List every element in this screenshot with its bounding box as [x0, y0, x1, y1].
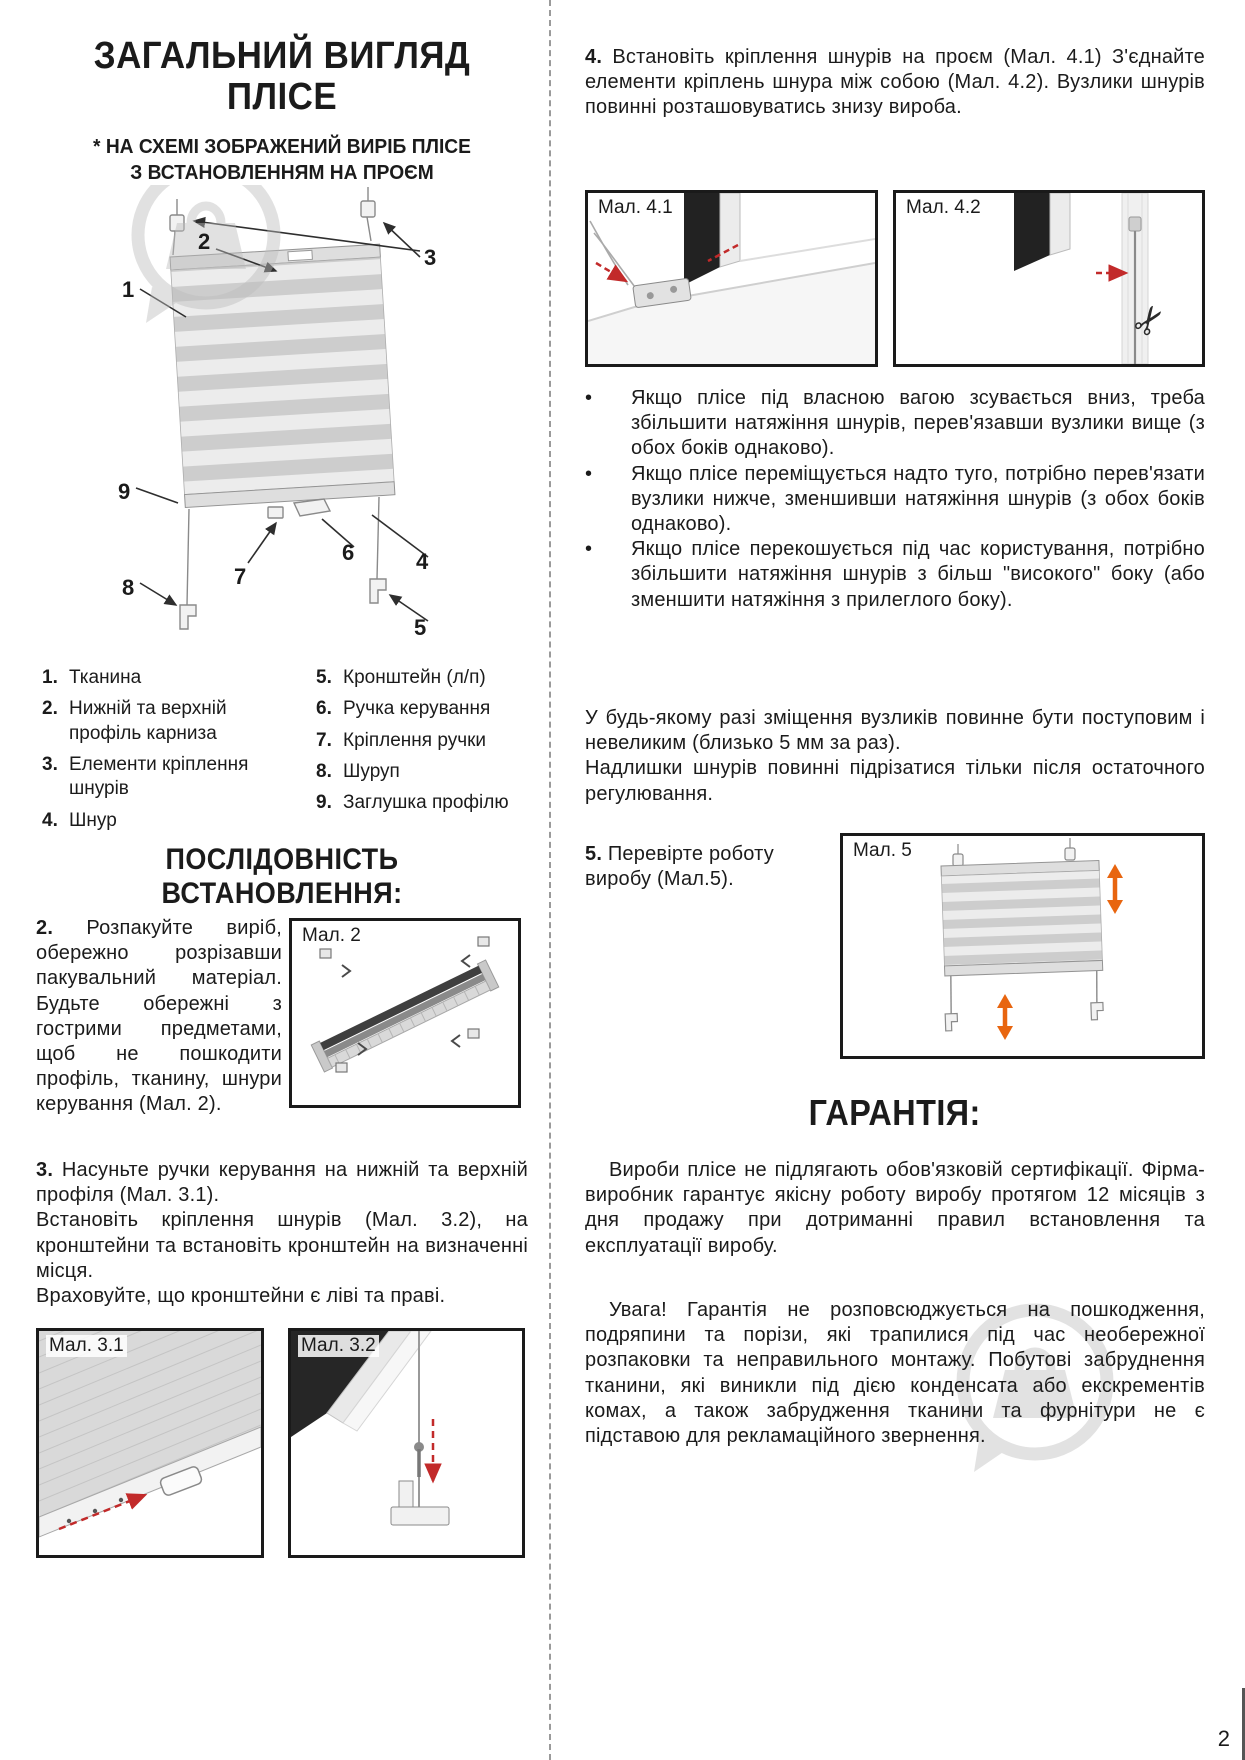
figure-3-2: Мал. 3.2	[288, 1328, 525, 1558]
figure-4-1-label: Мал. 4.1	[595, 197, 676, 219]
adjustment-note: У будь-якому разі зміщення вузликів пови…	[585, 706, 1205, 807]
adjustment-note-line-2: Надлишки шнурів повинні підрізатися тіль…	[585, 757, 1205, 805]
right-column: 4. Встановіть кріплення шнурів на проєм …	[585, 0, 1205, 1760]
step-5-body: Перевірте роботу виробу (Мал.5).	[585, 843, 774, 891]
step-3-text: 3. Насуньте ручки керування на нижній та…	[36, 1158, 528, 1309]
bullet-item: • Якщо плісе під власною вагою зсуваєтьс…	[585, 386, 1205, 462]
tension-arrow-bottom	[997, 994, 1013, 1040]
watermark-logo	[938, 1292, 1133, 1492]
figure-3-1: Мал. 3.1	[36, 1328, 264, 1558]
figure-3-1-label: Мал. 3.1	[46, 1335, 127, 1357]
warranty-heading: ГАРАНТІЯ:	[808, 1092, 982, 1133]
page-subtitle-line-2: З ВСТАНОВЛЕННЯМ НА ПРОЄМ	[130, 162, 434, 184]
step-5-number: 5.	[585, 843, 603, 865]
legend-item: 5.Кронштейн (л/п)	[316, 667, 486, 688]
legend: 1.Тканина 2.Нижній та верхній профіль ка…	[42, 666, 528, 840]
figure-4-1-art	[588, 193, 875, 364]
bullet-text: Якщо плісе під власною вагою зсувається …	[631, 387, 1205, 460]
step-2-body: Розпакуйте виріб, обережно розрізавши па…	[36, 917, 282, 1116]
figure-2: Мал. 2	[289, 918, 521, 1108]
step-2-number: 2.	[36, 917, 54, 939]
legend-item: 9.Заглушка профілю	[316, 792, 509, 814]
step-4-text: 4. Встановіть кріплення шнурів на проєм …	[585, 45, 1205, 121]
figure-5: Мал. 5	[840, 833, 1205, 1059]
column-divider	[549, 0, 551, 1760]
figure-4-2-label: Мал. 4.2	[903, 197, 984, 219]
bullet-marker: •	[585, 387, 593, 409]
figure-3-2-art	[291, 1331, 450, 1526]
figure-3-1-art	[39, 1331, 261, 1538]
step-3-line-1: 3. Насуньте ручки керування на нижній та…	[36, 1159, 528, 1207]
blind-diagram-art	[131, 160, 429, 630]
legend-item: 4.Шнур	[42, 809, 117, 831]
bullet-text: Якщо плісе перекошується під час користу…	[631, 538, 1205, 611]
figure-4-1: Мал. 4.1	[585, 190, 878, 367]
page-subtitle-line-1: * НА СХЕМІ ЗОБРАЖЕНИЙ ВИРІБ ПЛІСЕ	[93, 136, 471, 158]
bullet-marker: •	[585, 462, 593, 485]
bullet-item: • Якщо плісе перекошується під час корис…	[585, 537, 1205, 613]
callout-5: 5	[414, 615, 427, 640]
legend-item: 8.Шуруп	[316, 760, 400, 782]
callout-2: 2	[198, 229, 211, 254]
warranty-paragraph-2: Увага! Гарантія не розповсюджується на п…	[585, 1299, 1205, 1447]
left-column: ЗАГАЛЬНИЙ ВИГЛЯД ПЛІСЕ * НА СХЕМІ ЗОБРАЖ…	[36, 0, 528, 1760]
page-subtitle: * НА СХЕМІ ЗОБРАЖЕНИЙ ВИРІБ ПЛІСЕ З ВСТА…	[36, 134, 528, 186]
figure-3-2-label: Мал. 3.2	[298, 1335, 379, 1357]
page-number: 2	[1218, 1688, 1245, 1760]
legend-item: 6.Ручка керування	[316, 698, 491, 720]
page-title-line-1: ЗАГАЛЬНИЙ ВИГЛЯД	[93, 35, 471, 77]
figure-2-label: Мал. 2	[299, 925, 364, 947]
callout-1: 1	[122, 277, 135, 302]
callout-6: 6	[342, 540, 355, 565]
bullet-text: Якщо плісе переміщується надто туго, пот…	[631, 462, 1205, 535]
callout-4: 4	[416, 549, 429, 574]
legend-item: 7.Кріплення ручки	[316, 729, 487, 751]
step-3-line-3: Враховуйте, що кронштейни є ліві та прав…	[36, 1284, 446, 1307]
legend-column-1: 1.Тканина 2.Нижній та верхній профіль ка…	[42, 666, 292, 840]
callout-8: 8	[122, 575, 135, 600]
sequence-heading: ПОСЛІДОВНІСТЬ ВСТАНОВЛЕННЯ:	[161, 843, 403, 910]
callout-7: 7	[234, 564, 247, 589]
blind-overview-diagram: 1 2 3 4 5 6 7 8 9	[36, 160, 528, 665]
callout-3: 3	[424, 245, 437, 270]
legend-item: 3.Елементи кріплення шнурів	[42, 753, 249, 800]
legend-item: 1.Тканина	[42, 667, 142, 688]
page-title-line-2: ПЛІСЕ	[226, 76, 338, 119]
step-5-text: 5. Перевірте роботу виробу (Мал.5).	[585, 842, 820, 892]
bullet-item: • Якщо плісе переміщується надто туго, п…	[585, 462, 1205, 538]
callout-9: 9	[118, 479, 131, 504]
step-3-number: 3.	[36, 1159, 54, 1181]
figure-5-label: Мал. 5	[850, 840, 915, 862]
legend-column-2: 5.Кронштейн (л/п) 6.Ручка керування 7.Кр…	[292, 666, 528, 840]
figure-2-art	[310, 936, 500, 1073]
warranty-paragraph-1: Вироби плісе не підлягають обов'язковій …	[585, 1159, 1205, 1257]
figure-4-2-art: ✂	[1014, 193, 1177, 364]
figure-5-art	[940, 838, 1123, 1040]
adjustment-note-line-1: У будь-якому разі зміщення вузликів пови…	[585, 707, 1205, 755]
watermark-logo-icon	[956, 1303, 1114, 1472]
page-title: ЗАГАЛЬНИЙ ВИГЛЯД ПЛІСЕ	[36, 35, 528, 119]
step-2-text: 2. Розпакуйте виріб, обережно розрізавши…	[36, 916, 282, 1118]
figure-4-2: Мал. 4.2 ✂	[893, 190, 1205, 367]
tension-arrow-top	[1107, 864, 1123, 914]
legend-item: 2.Нижній та верхній профіль карниза	[42, 698, 227, 744]
bullet-marker: •	[585, 538, 593, 561]
bullet-list: • Якщо плісе під власною вагою зсуваєтьс…	[585, 386, 1205, 613]
step-4-body: Встановіть кріплення шнурів на проєм (Ма…	[585, 46, 1206, 119]
step-4-number: 4.	[585, 46, 603, 68]
step-3-line-2: Встановіть кріплення шнурів (Мал. 3.2), …	[36, 1209, 528, 1282]
